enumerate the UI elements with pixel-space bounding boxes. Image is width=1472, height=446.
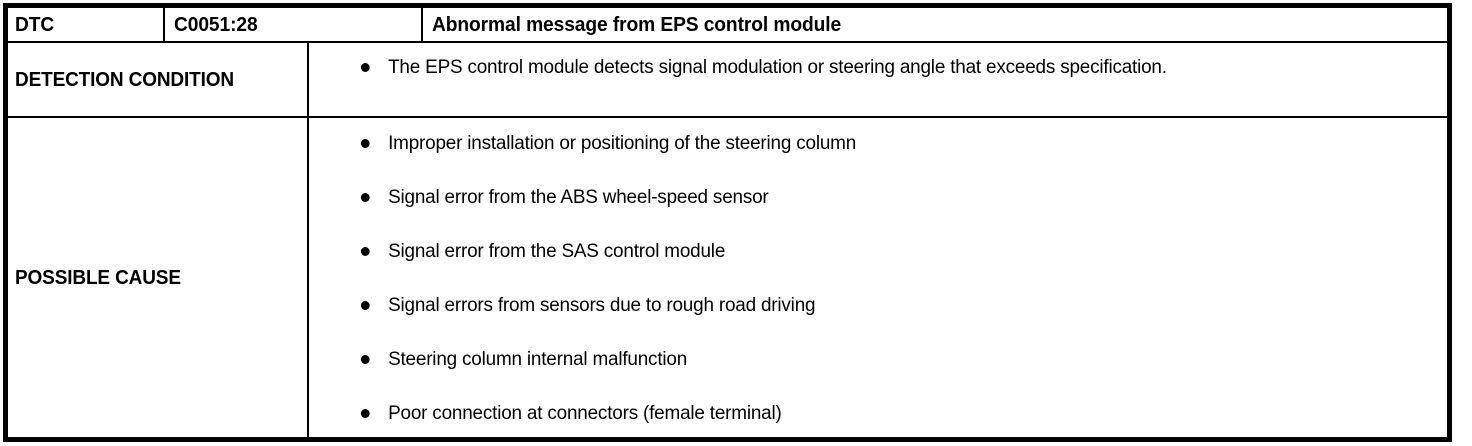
list-item: Signal error from the ABS wheel-speed se…: [358, 184, 1414, 210]
list-item-text: Steering column internal malfunction: [388, 348, 688, 370]
possible-cause-label-text: POSSIBLE CAUSE: [15, 266, 181, 289]
list-item-text: Signal errors from sensors due to rough …: [388, 294, 816, 316]
list-item-text: Poor connection at connectors (female te…: [388, 402, 782, 424]
dtc-description-cell: Abnormal message from EPS control module: [423, 8, 1447, 41]
bullet-icon: [360, 247, 370, 256]
list-item: Steering column internal malfunction: [358, 346, 1414, 372]
possible-cause-label-cell: POSSIBLE CAUSE: [8, 118, 309, 437]
bullet-icon: [360, 409, 370, 418]
detection-condition-label-cell: DETECTION CONDITION: [8, 43, 309, 116]
detection-condition-body-cell: The EPS control module detects signal mo…: [309, 43, 1447, 116]
dtc-label-cell: DTC: [8, 8, 165, 41]
possible-cause-body-cell: Improper installation or positioning of …: [309, 118, 1447, 437]
list-item-text: Signal error from the SAS control module: [388, 240, 726, 262]
possible-cause-list: Improper installation or positioning of …: [358, 130, 1447, 426]
dtc-description-text: Abnormal message from EPS control module: [432, 13, 842, 36]
dtc-label-text: DTC: [15, 13, 55, 36]
list-item-text: Signal error from the ABS wheel-speed se…: [388, 186, 769, 208]
table-row-dtc: DTC C0051:28 Abnormal message from EPS c…: [8, 8, 1447, 43]
table-row-detection-condition: DETECTION CONDITION The EPS control modu…: [8, 43, 1447, 118]
bullet-icon: [360, 139, 370, 148]
detection-condition-list: The EPS control module detects signal mo…: [358, 54, 1447, 80]
list-item: The EPS control module detects signal mo…: [358, 54, 1285, 80]
list-item: Improper installation or positioning of …: [358, 130, 1414, 156]
list-item: Signal errors from sensors due to rough …: [358, 292, 1414, 318]
list-item-text: The EPS control module detects signal mo…: [388, 56, 1167, 78]
bullet-icon: [360, 193, 370, 202]
list-item: Poor connection at connectors (female te…: [358, 400, 1414, 426]
dtc-diagnostic-table: DTC C0051:28 Abnormal message from EPS c…: [3, 3, 1452, 442]
dtc-code-cell: C0051:28: [165, 8, 423, 41]
dtc-code-text: C0051:28: [174, 13, 258, 36]
bullet-icon: [360, 63, 370, 72]
bullet-icon: [360, 301, 370, 310]
detection-condition-label-text: DETECTION CONDITION: [15, 68, 234, 91]
bullet-icon: [360, 355, 370, 364]
list-item-text: Improper installation or positioning of …: [388, 132, 857, 154]
table-row-possible-cause: POSSIBLE CAUSE Improper installation or …: [8, 118, 1447, 437]
list-item: Signal error from the SAS control module: [358, 238, 1414, 264]
